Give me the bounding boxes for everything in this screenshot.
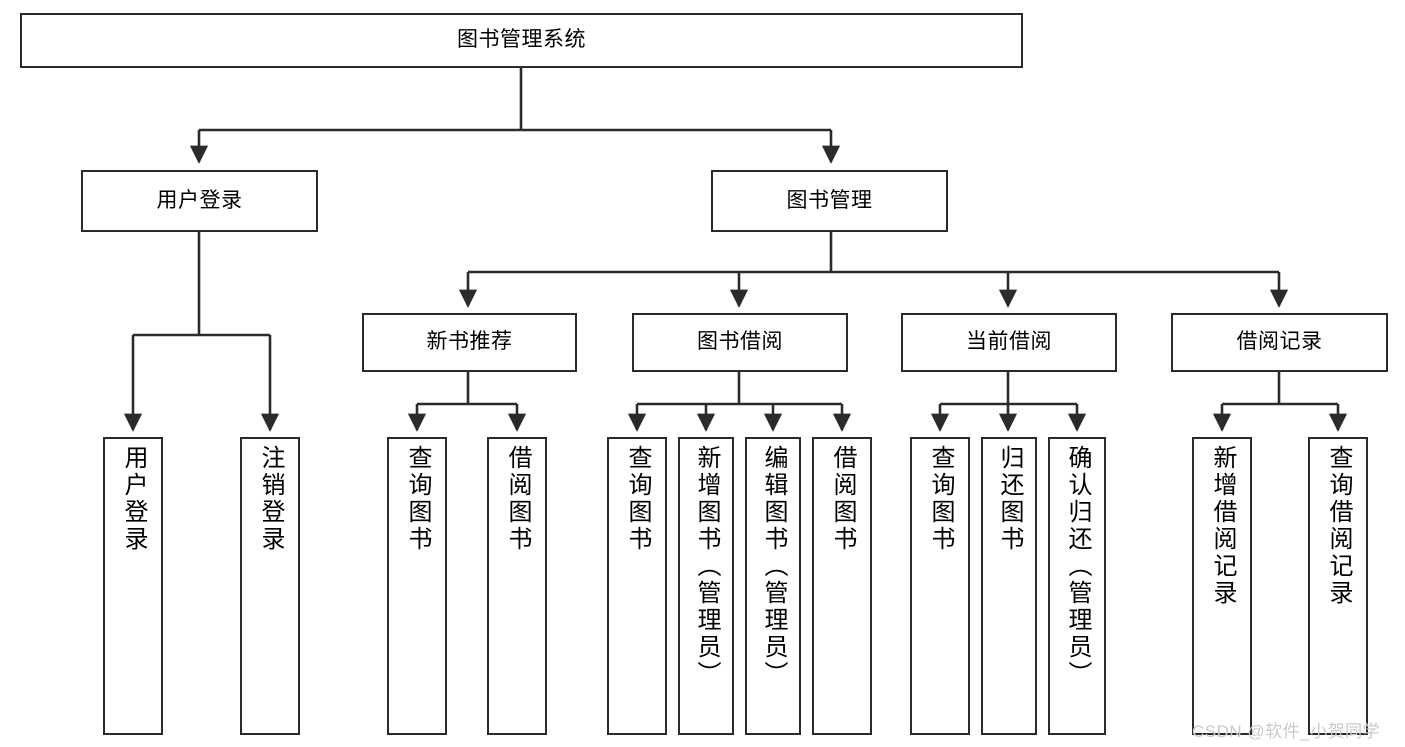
node-label: 确认归还（管理员） bbox=[1064, 445, 1091, 688]
leaf-return-book[interactable]: 归还图书 bbox=[981, 437, 1037, 735]
node-label: 查询图书 bbox=[624, 445, 651, 553]
node-label: 新增借阅记录 bbox=[1209, 445, 1236, 607]
node-label: 新增图书（管理员） bbox=[693, 445, 720, 688]
node-new-book-recommend[interactable]: 新书推荐 bbox=[362, 313, 577, 372]
leaf-query-book-borrow[interactable]: 查询图书 bbox=[607, 437, 667, 735]
node-label: 当前借阅 bbox=[966, 330, 1052, 354]
node-user-login[interactable]: 用户登录 bbox=[81, 170, 318, 232]
node-label: 新书推荐 bbox=[426, 330, 513, 354]
node-label: 图书借阅 bbox=[697, 330, 783, 354]
node-borrow-record[interactable]: 借阅记录 bbox=[1171, 313, 1388, 372]
node-label: 查询图书 bbox=[404, 445, 431, 553]
node-label: 借阅记录 bbox=[1236, 330, 1323, 354]
leaf-query-borrow-record[interactable]: 查询借阅记录 bbox=[1308, 437, 1368, 735]
node-book-management[interactable]: 图书管理 bbox=[711, 170, 948, 232]
leaf-query-book-current[interactable]: 查询图书 bbox=[910, 437, 970, 735]
node-label: 图书管理 bbox=[786, 188, 873, 212]
leaf-edit-book-admin[interactable]: 编辑图书（管理员） bbox=[745, 437, 801, 735]
csdn-watermark: CSDN @软件_小贺同学 bbox=[1192, 722, 1381, 741]
node-label: 编辑图书（管理员） bbox=[760, 445, 787, 688]
leaf-borrow-book[interactable]: 借阅图书 bbox=[812, 437, 872, 735]
node-label: 注销登录 bbox=[257, 445, 284, 553]
leaf-logout[interactable]: 注销登录 bbox=[240, 437, 300, 735]
node-current-borrow[interactable]: 当前借阅 bbox=[901, 313, 1117, 372]
node-label: 归还图书 bbox=[996, 445, 1023, 553]
node-label: 图书管理系统 bbox=[457, 28, 586, 52]
node-root-system[interactable]: 图书管理系统 bbox=[20, 13, 1023, 68]
node-label: 查询图书 bbox=[927, 445, 954, 553]
node-label: 借阅图书 bbox=[504, 445, 531, 553]
leaf-add-book-admin[interactable]: 新增图书（管理员） bbox=[678, 437, 734, 735]
leaf-user-login[interactable]: 用户登录 bbox=[103, 437, 163, 735]
node-label: 查询借阅记录 bbox=[1325, 445, 1352, 607]
node-label: 借阅图书 bbox=[829, 445, 856, 553]
node-label: 用户登录 bbox=[120, 445, 147, 553]
node-book-borrow[interactable]: 图书借阅 bbox=[632, 313, 848, 372]
leaf-query-book-recommend[interactable]: 查询图书 bbox=[387, 437, 447, 735]
leaf-add-borrow-record[interactable]: 新增借阅记录 bbox=[1192, 437, 1252, 735]
leaf-confirm-return-admin[interactable]: 确认归还（管理员） bbox=[1048, 437, 1106, 735]
node-label: 用户登录 bbox=[156, 188, 243, 212]
leaf-borrow-book-recommend[interactable]: 借阅图书 bbox=[487, 437, 547, 735]
